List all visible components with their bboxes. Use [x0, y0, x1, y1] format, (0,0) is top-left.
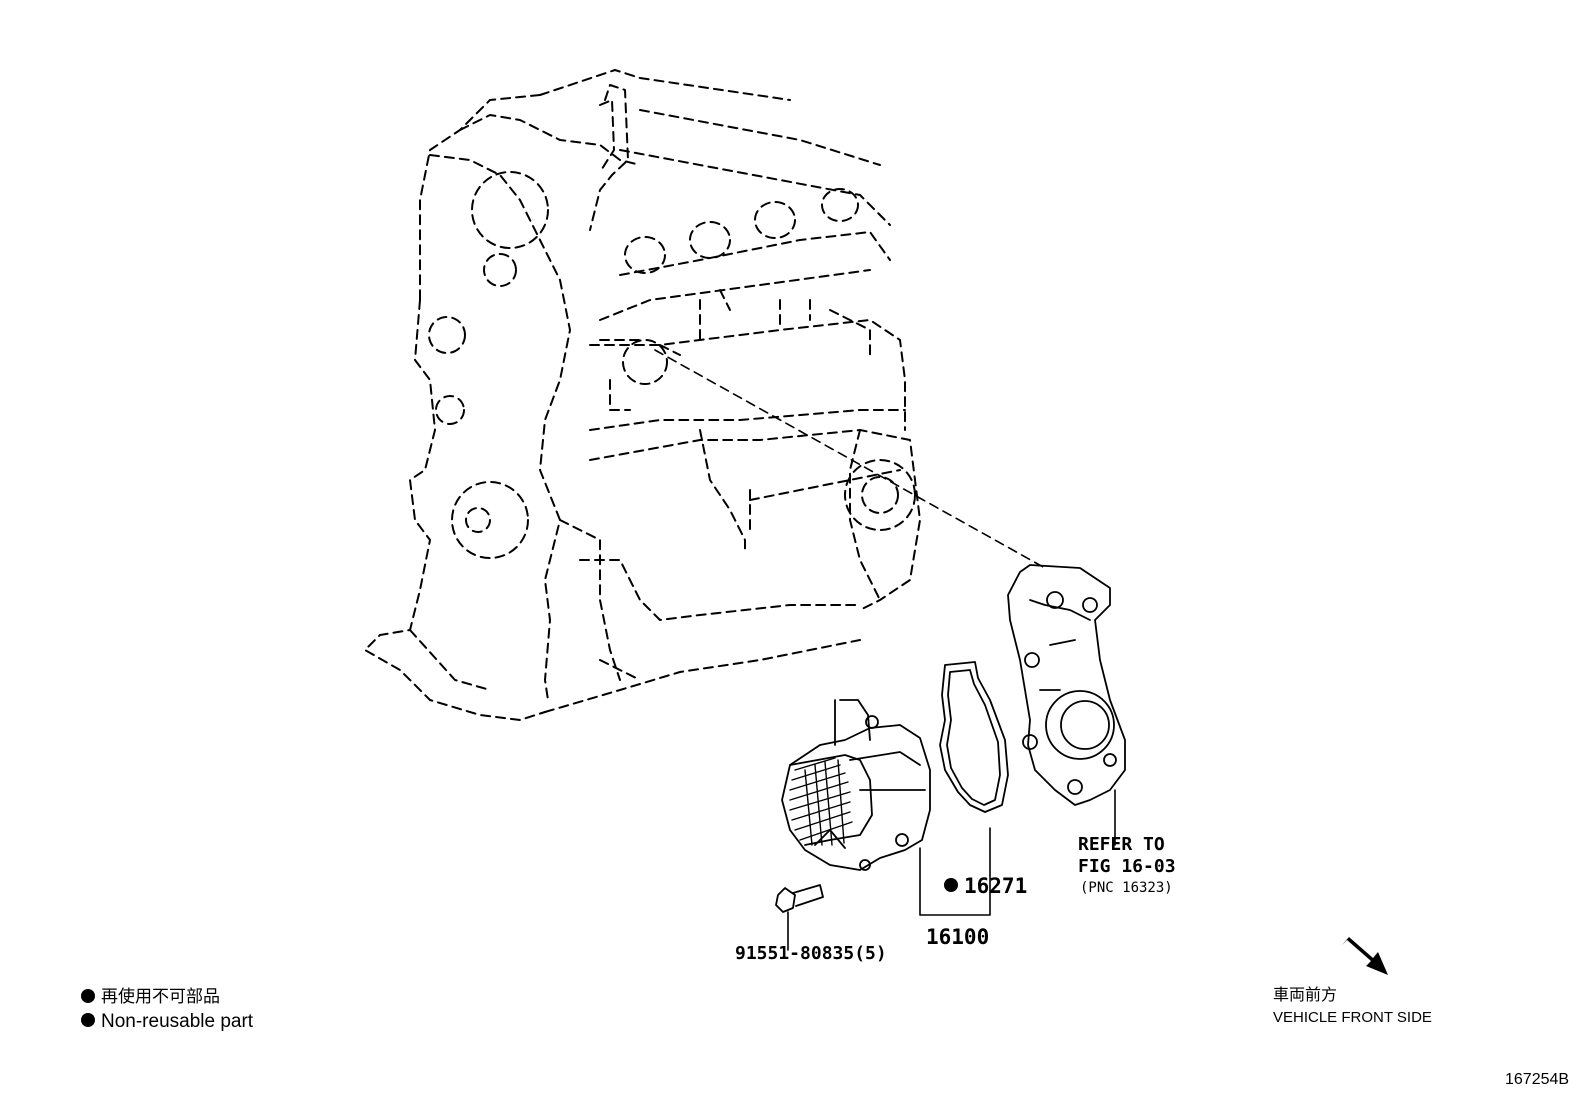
legend-dot-icon: [81, 988, 95, 1003]
engine-block-outline: [364, 69, 921, 721]
leader-lines: [787, 789, 1116, 951]
vehicle-front-arrow: [1342, 937, 1388, 975]
refer-note-line1: REFER TO: [1078, 834, 1165, 855]
orientation-english: VEHICLE FRONT SIDE: [1273, 1009, 1432, 1026]
pump-part-number: 16100: [926, 925, 990, 949]
orientation-japanese: 車両前方: [1273, 987, 1338, 1004]
water-pump-16100: [781, 699, 931, 871]
non-reusable-dot-icon: [944, 878, 958, 892]
legend-english: Non-reusable part: [81, 1012, 253, 1031]
refer-note-line2: FIG 16-03: [1078, 856, 1176, 877]
legend-dot-icon: [81, 1012, 95, 1027]
figure-id: 167254B: [1505, 1071, 1570, 1088]
legend-english-text: Non-reusable part: [101, 1011, 254, 1032]
legend-japanese: 再使用不可部品: [81, 988, 220, 1005]
refer-note-line3: (PNC 16323): [1080, 880, 1173, 896]
bolt-91551: [775, 884, 824, 913]
alignment-leader-line: [654, 349, 1046, 569]
legend-japanese-text: 再使用不可部品: [101, 987, 220, 1006]
bolt-part-number: 91551-80835(5): [735, 943, 887, 964]
water-pump-cover: [1007, 564, 1126, 806]
gasket-16271: [939, 661, 1009, 813]
gasket-part-number-label: 16271: [944, 876, 1027, 897]
gasket-part-number: 16271: [964, 874, 1028, 898]
